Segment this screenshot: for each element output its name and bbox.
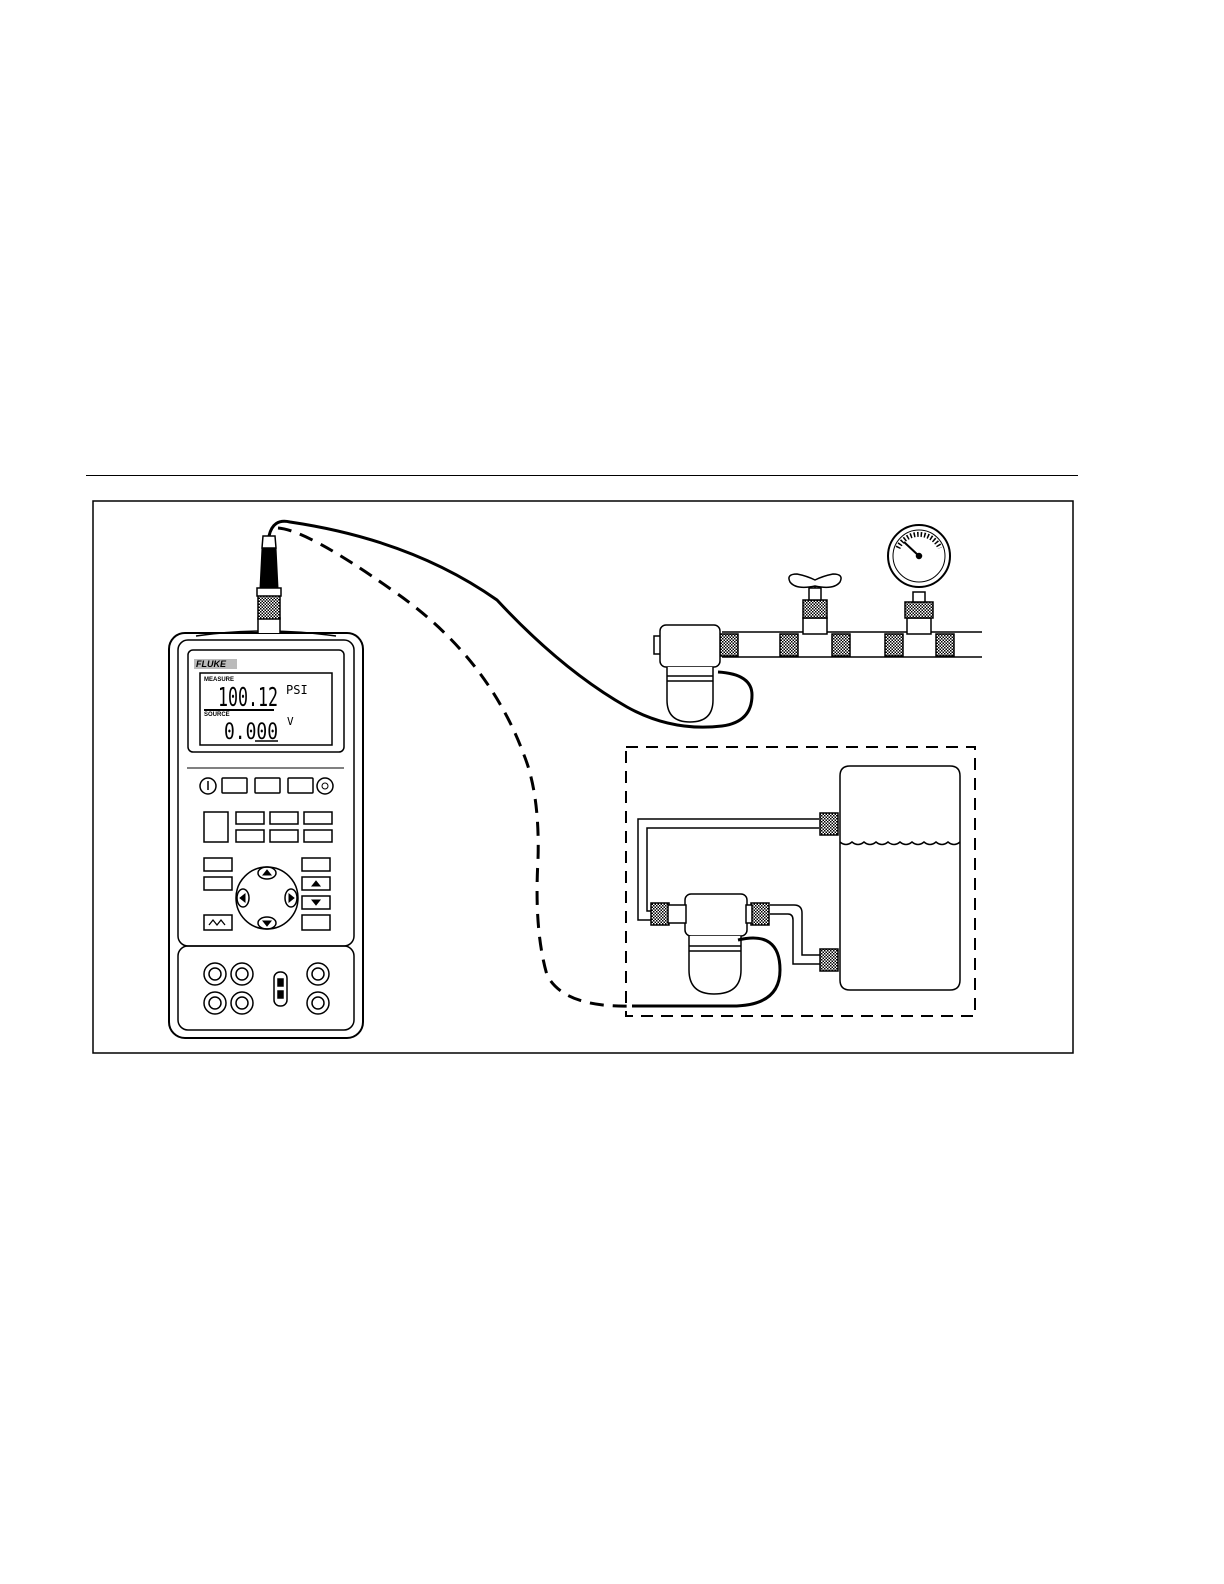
calibrator <box>169 536 363 1038</box>
measure-value: 100.12 <box>218 683 278 713</box>
tank <box>840 766 960 990</box>
pressure-connector-icon <box>257 536 281 633</box>
valve-handle-icon <box>789 574 841 587</box>
source-unit: V <box>287 715 294 728</box>
top-rule <box>86 475 1078 476</box>
measure-unit: PSI <box>286 683 308 697</box>
source-label: SOURCE <box>204 712 230 718</box>
source-value: 0.000 <box>224 720 278 745</box>
pressure-module-lower <box>668 894 752 994</box>
pressure-module-upper <box>654 625 720 722</box>
brand-logo: FLUKE <box>196 659 227 669</box>
connection-diagram: FLUKE MEASURE 100.12 PSI SOURCE 0.000 V <box>92 500 1074 1055</box>
pressure-pipe-assembly <box>720 525 982 657</box>
